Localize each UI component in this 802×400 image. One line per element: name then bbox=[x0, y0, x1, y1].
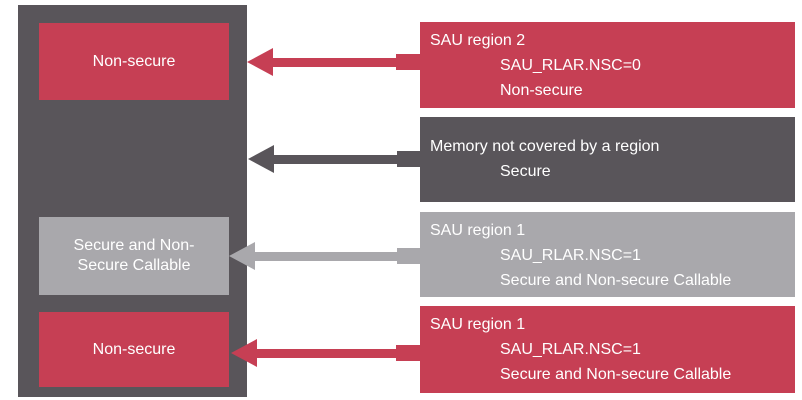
memory-block-non-secure-bottom: Non-secure bbox=[39, 312, 229, 387]
annotation-line: Secure and Non-secure Callable bbox=[500, 272, 732, 289]
memory-block-label: Secure and Non- bbox=[73, 237, 195, 254]
annotation-line: SAU_RLAR.NSC=0 bbox=[500, 57, 641, 74]
annotation-line: SAU_RLAR.NSC=1 bbox=[500, 247, 641, 264]
arrow-shaft bbox=[255, 349, 397, 358]
annotation-uncovered-memory: Memory not covered by a region Secure bbox=[420, 117, 795, 202]
arrow-tab bbox=[397, 248, 421, 264]
arrow-shaft bbox=[253, 252, 398, 261]
annotation-line: SAU region 1 bbox=[430, 316, 526, 333]
memory-block-label: Non-secure bbox=[92, 52, 176, 70]
annotation-sau-region-1-nsc: SAU region 1 SAU_RLAR.NSC=1 Secure and N… bbox=[420, 212, 795, 297]
memory-block-label: Secure Callable bbox=[77, 257, 191, 274]
memory-block-label: Non-secure bbox=[92, 340, 176, 358]
annotation-line: SAU region 2 bbox=[430, 32, 526, 49]
annotation-line: Secure and Non-secure Callable bbox=[500, 366, 732, 383]
annotation-line: Secure bbox=[500, 163, 551, 180]
annotation-line: SAU region 1 bbox=[430, 222, 526, 239]
annotation-line: Non-secure bbox=[500, 82, 583, 99]
left-arrow-icon bbox=[229, 242, 255, 270]
annotation-line: SAU_RLAR.NSC=1 bbox=[500, 341, 641, 358]
arrow-tab bbox=[397, 151, 421, 167]
left-arrow-icon bbox=[248, 145, 274, 173]
annotation-sau-region-1-red: SAU region 1 SAU_RLAR.NSC=1 Secure and N… bbox=[420, 306, 795, 393]
arrow-shaft bbox=[272, 155, 398, 164]
arrow-tab bbox=[396, 345, 420, 361]
arrow-shaft bbox=[271, 58, 397, 67]
memory-block-non-secure-top: Non-secure bbox=[39, 23, 229, 100]
arrow-tab bbox=[396, 54, 420, 70]
left-arrow-icon bbox=[231, 339, 257, 367]
annotation-line: Memory not covered by a region bbox=[430, 138, 660, 155]
annotation-sau-region-2: SAU region 2 SAU_RLAR.NSC=0 Non-secure bbox=[420, 22, 795, 108]
memory-block-secure-nsc: Secure and Non- Secure Callable bbox=[39, 217, 229, 295]
left-arrow-icon bbox=[247, 48, 273, 76]
